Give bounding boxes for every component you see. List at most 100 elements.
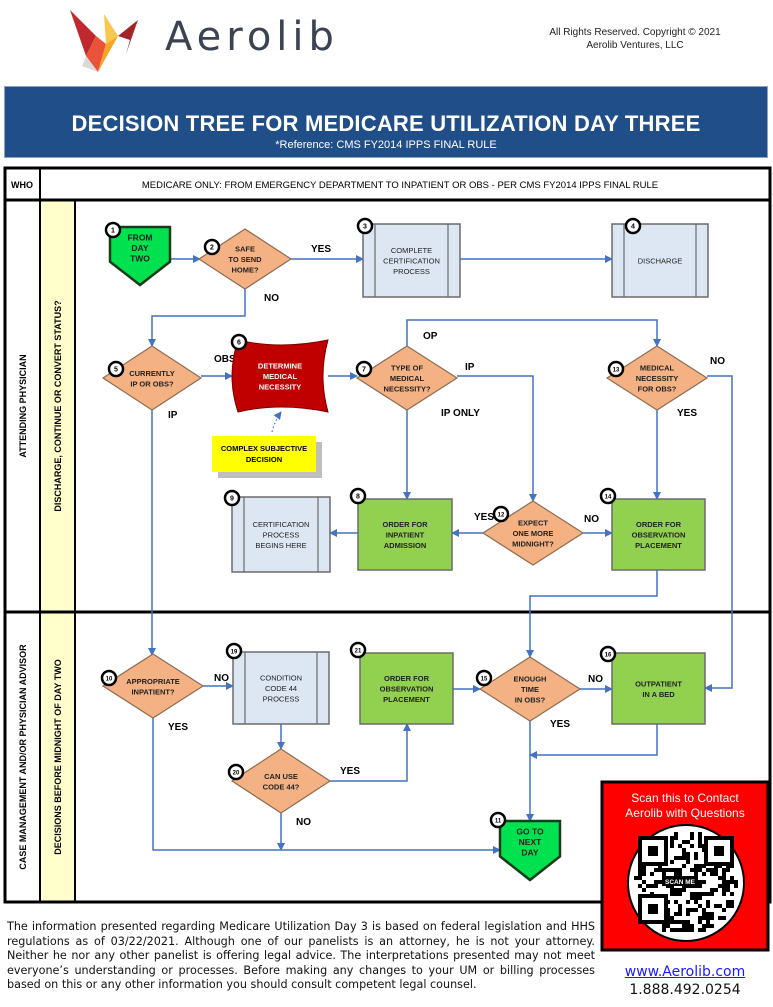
aerolib-logo-icon	[70, 10, 138, 72]
node-text: PLACEMENT	[635, 541, 682, 550]
step-number-badge	[230, 333, 248, 351]
edge-label: OP	[423, 331, 438, 342]
edge-label: NO	[710, 356, 725, 367]
edge-label: YES	[550, 719, 570, 730]
edge-label: YES	[677, 408, 697, 419]
node-text: ADMISSION	[384, 541, 427, 550]
node-text: CODE 44	[265, 684, 297, 693]
node-text: COMPLETE	[391, 246, 432, 255]
node-text: SAFE	[235, 245, 255, 254]
edge-label: YES	[168, 722, 188, 733]
decision-diamond	[101, 653, 205, 719]
edge-label: YES	[340, 766, 360, 777]
node-text: MEDICAL	[640, 364, 675, 373]
node-text: MEDICAL	[263, 372, 298, 381]
node-text: ENOUGH	[514, 675, 547, 684]
step-number: 19	[231, 650, 238, 656]
lane-phase-attending: DISCHARGE, CONTINUE OR CONVERT STATUS?	[53, 300, 63, 511]
node-text: CURRENTLY	[129, 369, 175, 378]
edge-label: NO	[296, 817, 311, 828]
edge-label: NO	[214, 673, 229, 684]
phone-number: 1.888.492.0254	[629, 982, 741, 998]
node-text: TIME	[521, 685, 539, 694]
edge-label: NO	[264, 293, 279, 304]
website-link[interactable]: www.Aerolib.com	[624, 964, 746, 980]
node-text: OUTPATIENT	[635, 679, 682, 688]
node-text: IP OR OBS?	[130, 379, 174, 388]
copyright-line: All Rights Reserved. Copyright © 2021	[549, 27, 721, 38]
process-box	[362, 223, 461, 298]
qr-caption-line: Aerolib with Questions	[625, 806, 744, 820]
copyright-line: Aerolib Ventures, LLC	[586, 40, 684, 51]
edge-label: NO	[584, 514, 599, 525]
critical-shape	[231, 339, 329, 413]
process-box	[232, 651, 330, 725]
node-text: NECESSITY	[636, 374, 679, 383]
step-number-badge	[100, 669, 118, 687]
step-number: 8	[356, 494, 360, 501]
node-text: DETERMINE	[258, 362, 302, 371]
note-connector	[271, 411, 282, 433]
lane-who-attending: ATTENDING PHYSICIAN	[18, 354, 28, 457]
step-number: 15	[481, 677, 488, 683]
step-number-badge	[599, 645, 617, 663]
node-text: ORDER FOR	[384, 674, 430, 683]
connector-arrow	[330, 723, 411, 782]
decision-diamond	[478, 656, 582, 722]
node-text: GO TO	[516, 827, 544, 837]
step-number-badge	[355, 360, 373, 378]
swimlane-frame	[3, 166, 772, 904]
connector-arrow	[526, 570, 658, 658]
node-text: PROCESS	[263, 695, 300, 704]
step-number: 6	[237, 340, 241, 347]
edge-label: YES	[474, 512, 494, 523]
node-text: CONDITION	[260, 674, 302, 683]
node-text: NECESSITY?	[383, 385, 431, 394]
node-text: TWO	[130, 253, 150, 263]
node-text: PROCESS	[393, 267, 430, 276]
node-text: ONE MORE	[513, 529, 554, 538]
connector-arrow	[406, 319, 661, 347]
page-subtitle: *Reference: CMS FY2014 IPPS FINAL RULE	[275, 139, 497, 151]
step-number-badge	[349, 641, 367, 659]
node-text: CERTIFICATION	[253, 520, 310, 529]
node-text: NEXT	[519, 837, 542, 847]
connector-arrow	[529, 724, 658, 759]
decision-diamond	[230, 748, 332, 814]
node-text: DISCHARGE	[638, 257, 683, 266]
node-text: DAY	[521, 848, 538, 858]
decision-diamond	[355, 345, 459, 411]
action-box	[359, 652, 454, 725]
node-text: OBSERVATION	[380, 685, 434, 694]
page-title: DECISION TREE FOR MEDICARE UTILIZATION D…	[71, 111, 701, 136]
connector-arrow	[148, 289, 246, 347]
legal-disclaimer: The information presented regarding Medi…	[7, 920, 595, 991]
step-number: 14	[605, 495, 612, 501]
brand-name: Aerolib	[165, 14, 339, 60]
step-number: 13	[613, 368, 620, 374]
qr-contact-panel[interactable]: Scan this to Contact Aerolib with Questi…	[600, 780, 770, 952]
step-number: 10	[106, 677, 113, 683]
step-number-badge	[624, 217, 642, 235]
action-box	[357, 498, 453, 571]
step-number-badge	[104, 221, 122, 239]
edge-label: IP ONLY	[441, 408, 480, 419]
node-text: IN OBS?	[515, 696, 546, 705]
qr-caption-line: Scan this to Contact	[631, 791, 739, 805]
process-box	[611, 223, 709, 298]
node-text: MEDICAL	[390, 374, 425, 383]
qr-scan-me: SCAN ME	[665, 879, 696, 886]
node-text: PLACEMENT	[383, 695, 430, 704]
